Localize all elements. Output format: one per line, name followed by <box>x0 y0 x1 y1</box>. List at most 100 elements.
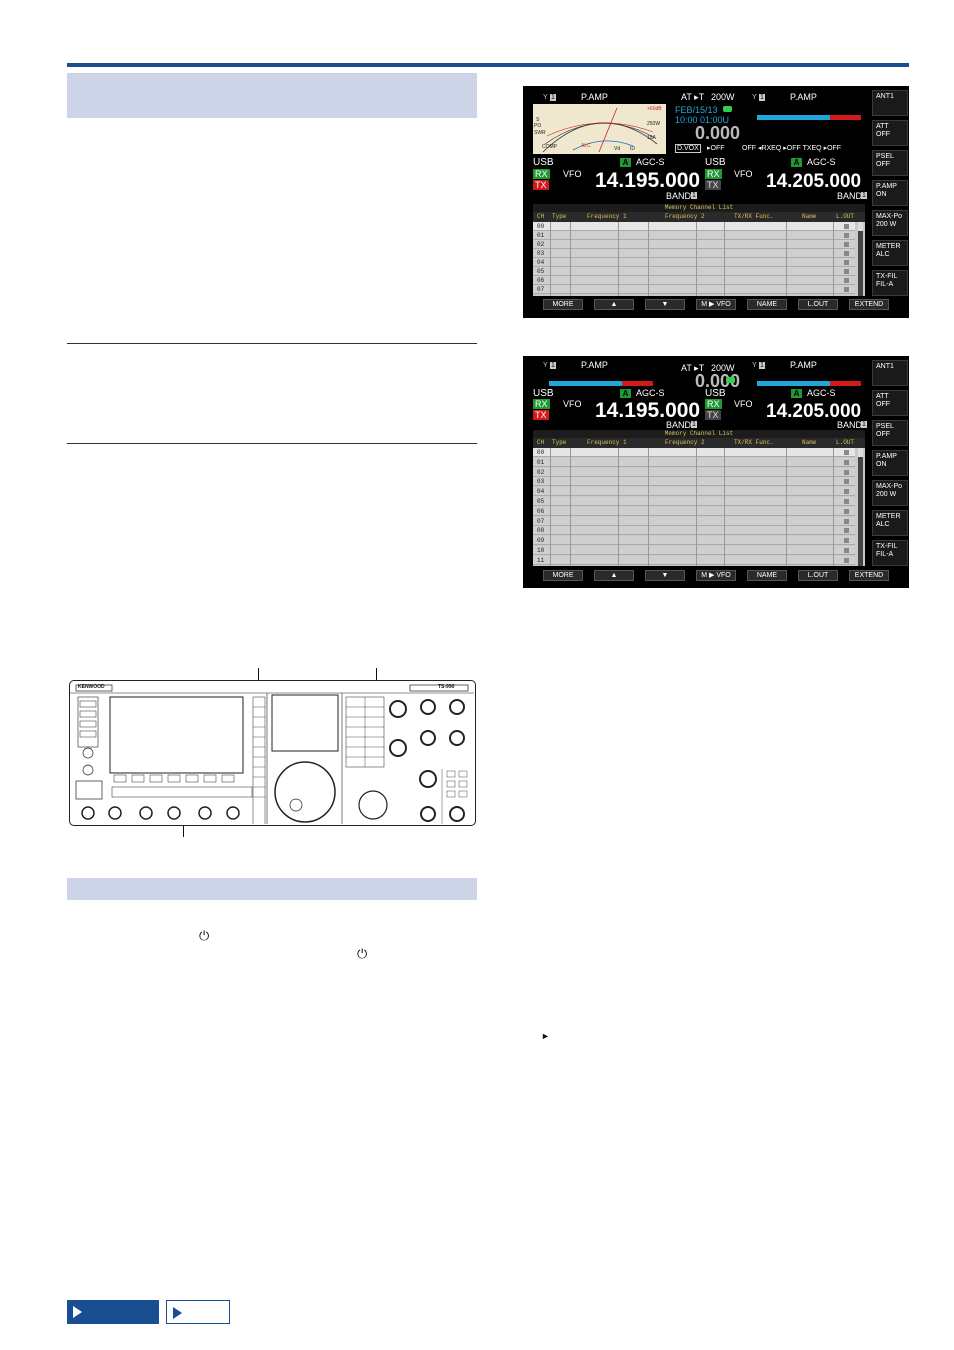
extend-key[interactable]: EXTEND <box>849 299 889 310</box>
mode-label: USB <box>533 388 554 399</box>
vfo-a-badge: A <box>620 389 631 398</box>
lockout-box[interactable] <box>844 242 849 247</box>
ant1-button[interactable]: ANT1 <box>872 90 908 116</box>
s-meter-bar <box>549 381 653 386</box>
channel-number: 07 <box>537 286 545 293</box>
table-row[interactable]: 00 <box>533 222 855 231</box>
lockout-box[interactable] <box>844 224 849 229</box>
table-scrollbar[interactable] <box>858 448 863 566</box>
m-to-vfo-key[interactable]: M ▶ VFO <box>696 570 736 581</box>
lockout-box[interactable] <box>844 508 849 514</box>
table-row[interactable]: 08 <box>533 526 855 536</box>
lockout-box[interactable] <box>844 278 849 283</box>
dvox-indicator: D.VOX <box>675 144 701 153</box>
agc-label: AGC-S <box>636 157 665 167</box>
lockout-box[interactable] <box>844 233 849 238</box>
table-row[interactable]: 04 <box>533 487 855 497</box>
table-row[interactable]: 03 <box>533 477 855 487</box>
lockout-box[interactable] <box>844 479 849 485</box>
table-row[interactable]: 09 <box>533 536 855 546</box>
table-row[interactable]: 01 <box>533 231 855 240</box>
band-label: BAND <box>666 420 692 430</box>
next-page-button[interactable] <box>166 1300 230 1324</box>
lockout-box[interactable] <box>844 557 849 563</box>
lockout-key[interactable]: L.OUT <box>798 299 838 310</box>
up-key[interactable]: ▲ <box>594 570 634 581</box>
name-key[interactable]: NAME <box>747 570 787 581</box>
channel-number: 03 <box>537 250 545 257</box>
band-label: BAND <box>837 191 863 201</box>
analog-meter: S PO SWR COMP ALC Vd ID 250W 15A +60dB <box>533 104 666 154</box>
table-row[interactable]: 04 <box>533 258 855 267</box>
table-header: CH Type Frequency 1 Frequency 2 TX/RX Fu… <box>533 212 865 222</box>
table-row[interactable]: 02 <box>533 467 855 477</box>
table-row[interactable]: 01 <box>533 457 855 467</box>
extend-key[interactable]: EXTEND <box>849 570 889 581</box>
column-divider <box>786 222 787 296</box>
column-divider <box>724 448 725 566</box>
table-row[interactable]: 07 <box>533 516 855 526</box>
table-row[interactable]: 11 <box>533 555 855 565</box>
channel-number: 04 <box>537 259 545 266</box>
channel-number: 00 <box>537 223 545 230</box>
table-row[interactable]: 00 <box>533 448 855 457</box>
vfo-a-badge: A <box>791 158 802 167</box>
table-row[interactable]: 02 <box>533 240 855 249</box>
top-rule <box>67 63 909 67</box>
lockout-box[interactable] <box>844 548 849 553</box>
table-row[interactable]: 05 <box>533 267 855 276</box>
lockout-box[interactable] <box>844 251 849 256</box>
up-key[interactable]: ▲ <box>594 299 634 310</box>
lockout-box[interactable] <box>844 287 849 292</box>
more-key[interactable]: MORE <box>543 299 583 310</box>
channel-number: 10 <box>537 547 545 554</box>
table-row[interactable]: 06 <box>533 506 855 516</box>
memory-channel-table: Memory Channel List CH Type Frequency 1 … <box>533 204 865 296</box>
antenna-number: 1 <box>550 362 556 369</box>
more-key[interactable]: MORE <box>543 570 583 581</box>
lockout-box[interactable] <box>844 538 849 544</box>
table-row[interactable]: 07 <box>533 285 855 294</box>
lockout-key[interactable]: L.OUT <box>798 570 838 581</box>
lockout-box[interactable] <box>844 269 849 274</box>
lockout-box[interactable] <box>844 459 849 465</box>
agc-label: AGC-S <box>807 157 836 167</box>
name-key[interactable]: NAME <box>747 299 787 310</box>
channel-number: 01 <box>537 232 545 239</box>
lockout-box[interactable] <box>844 489 849 495</box>
prev-page-button[interactable] <box>67 1300 159 1324</box>
rx-indicator: RX <box>705 399 722 409</box>
lockout-box[interactable] <box>844 499 849 504</box>
down-key[interactable]: ▼ <box>645 570 685 581</box>
table-row[interactable]: 03 <box>533 249 855 258</box>
down-key[interactable]: ▼ <box>645 299 685 310</box>
lockout-box[interactable] <box>844 528 849 534</box>
lockout-box[interactable] <box>844 469 849 475</box>
lockout-box[interactable] <box>844 260 849 265</box>
table-row[interactable]: 05 <box>533 497 855 506</box>
table-row[interactable]: 10 <box>533 546 855 555</box>
antenna-number: 1 <box>759 94 765 101</box>
lockout-box[interactable] <box>844 518 849 524</box>
column-divider <box>724 222 725 296</box>
rx-indicator: RX <box>533 169 550 179</box>
m-to-vfo-key[interactable]: M ▶ VFO <box>696 299 736 310</box>
table-row[interactable]: 06 <box>533 276 855 285</box>
table-scrollbar[interactable] <box>858 222 863 296</box>
lockout-box[interactable] <box>844 450 849 455</box>
ant1-button[interactable]: ANT1 <box>872 360 908 386</box>
table-title: Memory Channel List <box>533 204 865 212</box>
column-header: Frequency 2 <box>665 439 705 446</box>
